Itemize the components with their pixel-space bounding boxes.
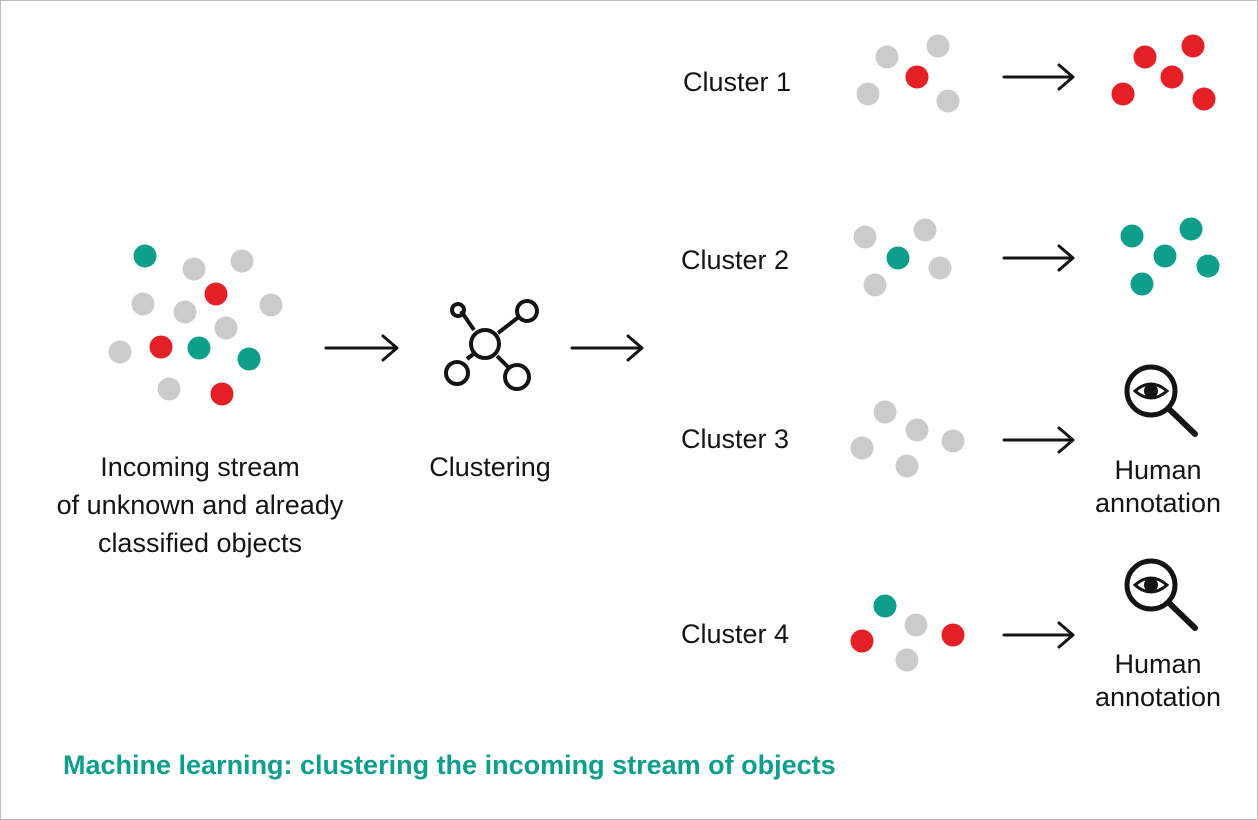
teal-object-dot bbox=[1153, 244, 1177, 268]
gray-object-dot bbox=[904, 613, 928, 637]
arrow-icon bbox=[1002, 621, 1075, 649]
human-annotation-label-line-1: Human bbox=[1114, 455, 1201, 485]
teal-object-dot bbox=[1120, 224, 1144, 248]
cluster-row-4: Cluster 4 Human annotation bbox=[681, 558, 1221, 712]
gray-object-dot bbox=[895, 648, 919, 672]
clustering-label: Clustering bbox=[429, 452, 551, 482]
teal-object-dot bbox=[873, 594, 897, 618]
red-object-dot bbox=[941, 623, 965, 647]
teal-object-dot bbox=[237, 347, 261, 371]
cluster-row-3: Cluster 3 Human annotation bbox=[681, 364, 1221, 518]
teal-object-dot bbox=[886, 246, 910, 270]
gray-object-dot bbox=[928, 256, 952, 280]
incoming-stream-label-line-1: Incoming stream bbox=[100, 452, 300, 482]
gray-object-dot bbox=[214, 316, 238, 340]
red-object-dot bbox=[210, 382, 234, 406]
magnifier-eye-icon bbox=[1124, 364, 1198, 437]
incoming-stream-label-line-3: classified objects bbox=[98, 528, 302, 558]
red-object-dot bbox=[1160, 65, 1184, 89]
incoming-stream-dots bbox=[108, 244, 283, 406]
human-annotation-label-line-2: annotation bbox=[1095, 682, 1221, 712]
gray-object-dot bbox=[875, 45, 899, 69]
gray-object-dot bbox=[941, 429, 965, 453]
gray-object-dot bbox=[905, 418, 929, 442]
gray-object-dot bbox=[259, 293, 283, 317]
cluster-label: Cluster 2 bbox=[681, 245, 789, 275]
red-object-dot bbox=[204, 282, 228, 306]
cluster-label: Cluster 1 bbox=[683, 67, 791, 97]
arrow-icon bbox=[324, 334, 399, 362]
arrow-icon bbox=[1002, 63, 1075, 91]
red-object-dot bbox=[850, 629, 874, 653]
network-hub-icon bbox=[444, 299, 539, 391]
cluster-label: Cluster 4 bbox=[681, 619, 789, 649]
red-object-dot bbox=[1133, 45, 1157, 69]
cluster-dots bbox=[856, 34, 960, 113]
gray-object-dot bbox=[131, 292, 155, 316]
arrow-icon bbox=[1002, 426, 1075, 454]
gray-object-dot bbox=[173, 300, 197, 324]
gray-object-dot bbox=[926, 34, 950, 58]
human-annotation-label-line-1: Human bbox=[1114, 649, 1201, 679]
gray-object-dot bbox=[853, 225, 877, 249]
gray-object-dot bbox=[182, 257, 206, 281]
gray-object-dot bbox=[856, 82, 880, 106]
gray-object-dot bbox=[108, 340, 132, 364]
cluster-row-2: Cluster 2 bbox=[681, 217, 1220, 297]
teal-object-dot bbox=[1196, 254, 1220, 278]
cluster-result-dots bbox=[1120, 217, 1220, 296]
red-object-dot bbox=[149, 335, 173, 359]
red-object-dot bbox=[1181, 34, 1205, 58]
teal-object-dot bbox=[133, 244, 157, 268]
gray-object-dot bbox=[230, 249, 254, 273]
arrow-icon bbox=[570, 334, 644, 362]
cluster-dots bbox=[853, 218, 952, 297]
magnifier-eye-icon bbox=[1124, 558, 1198, 631]
gray-object-dot bbox=[850, 436, 874, 460]
teal-object-dot bbox=[1179, 217, 1203, 241]
incoming-stream-label-line-2: of unknown and already bbox=[57, 490, 344, 520]
cluster-row-1: Cluster 1 bbox=[683, 34, 1216, 113]
cluster-label: Cluster 3 bbox=[681, 424, 789, 454]
cluster-dots bbox=[850, 400, 965, 478]
gray-object-dot bbox=[913, 218, 937, 242]
teal-object-dot bbox=[187, 336, 211, 360]
cluster-dots bbox=[850, 594, 965, 672]
arrow-icon bbox=[1002, 244, 1075, 272]
cluster-result-dots bbox=[1111, 34, 1216, 111]
human-annotation-label-line-2: annotation bbox=[1095, 488, 1221, 518]
gray-object-dot bbox=[936, 89, 960, 113]
red-object-dot bbox=[1192, 87, 1216, 111]
red-object-dot bbox=[1111, 82, 1135, 106]
gray-object-dot bbox=[895, 454, 919, 478]
gray-object-dot bbox=[863, 273, 887, 297]
red-object-dot bbox=[905, 65, 929, 89]
figure-caption: Machine learning: clustering the incomin… bbox=[63, 750, 836, 780]
gray-object-dot bbox=[157, 377, 181, 401]
teal-object-dot bbox=[1130, 272, 1154, 296]
gray-object-dot bbox=[873, 400, 897, 424]
